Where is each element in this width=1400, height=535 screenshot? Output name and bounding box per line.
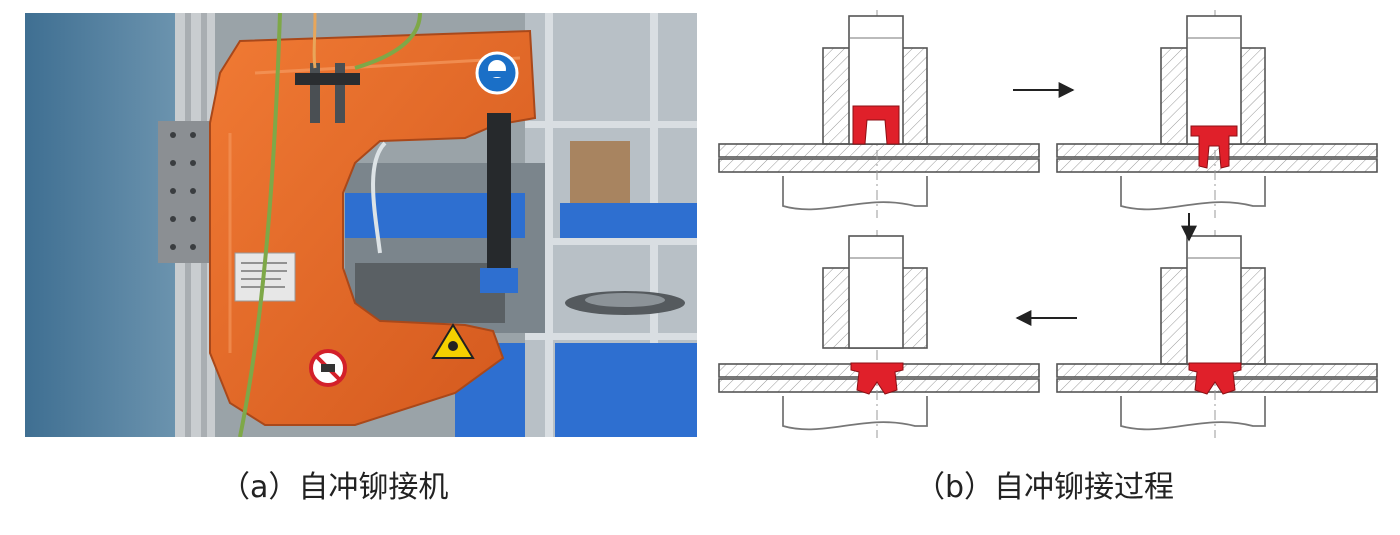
rivet bbox=[852, 105, 900, 145]
no-entry-icon bbox=[309, 349, 347, 387]
caption-b: （b）自冲铆接过程 bbox=[915, 470, 1175, 505]
cable-orange bbox=[312, 13, 317, 69]
process-step-1 bbox=[718, 9, 1040, 219]
hand-crush-warning-icon bbox=[431, 323, 475, 359]
process-step-4 bbox=[718, 229, 1040, 439]
punch-ram bbox=[487, 113, 511, 273]
rivet bbox=[1188, 362, 1242, 395]
punch-holder-retracted bbox=[822, 235, 928, 349]
caption-a: （a）自冲铆接机 bbox=[220, 470, 449, 505]
rivet bbox=[850, 362, 904, 395]
riveting-machine-photo bbox=[25, 13, 697, 437]
cable-green bbox=[238, 13, 282, 437]
rivet bbox=[1190, 125, 1238, 169]
safety-goggles-icon bbox=[475, 51, 519, 95]
blue-wall bbox=[25, 13, 175, 437]
process-step-3 bbox=[1056, 229, 1378, 439]
riveting-process-diagram bbox=[718, 9, 1378, 439]
process-step-2 bbox=[1056, 9, 1378, 219]
